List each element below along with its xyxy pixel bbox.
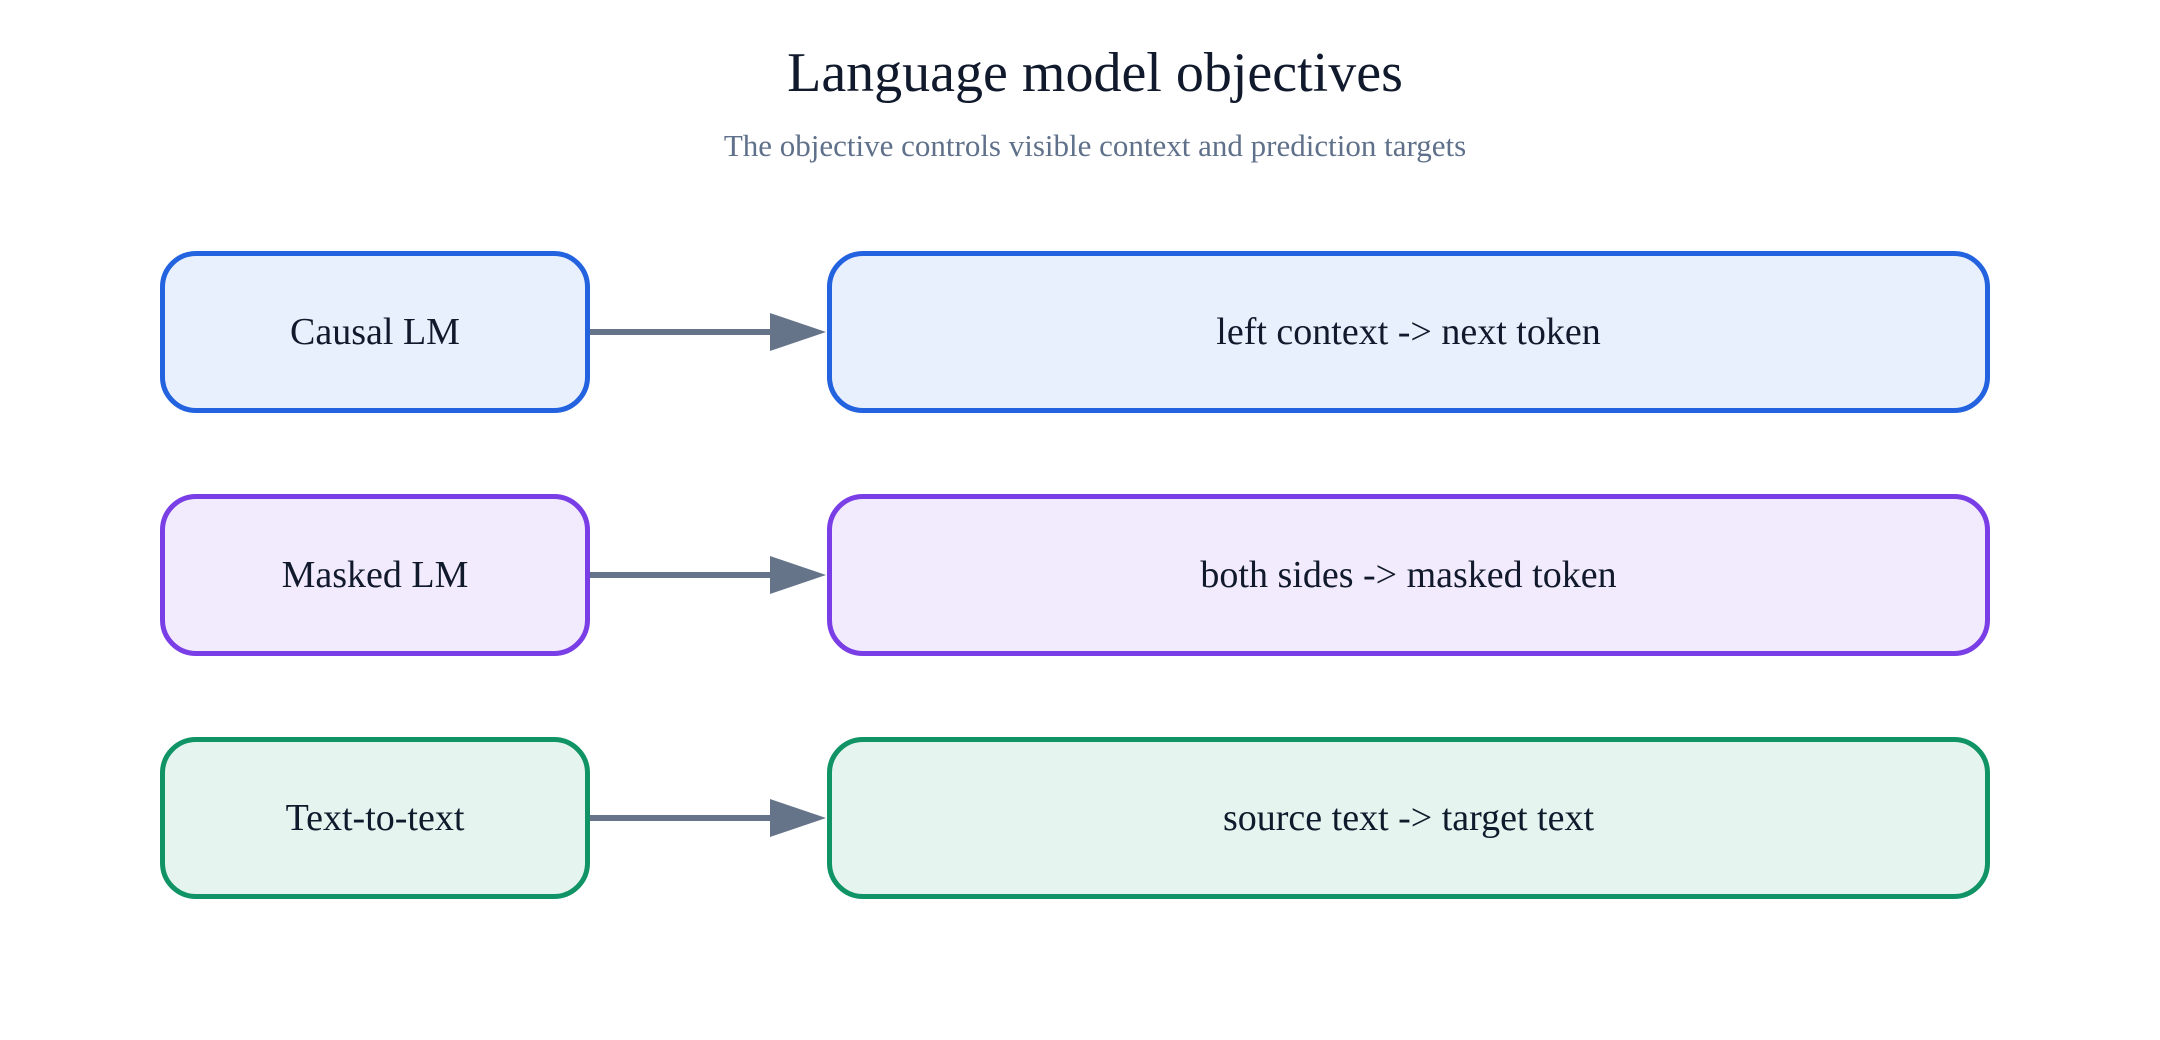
objective-node-text-to-text: Text-to-text [160, 737, 590, 899]
diagram-subtitle: The objective controls visible context a… [723, 128, 1467, 163]
description-node-causal-lm: left context -> next token [827, 251, 1990, 413]
arrow-causal-lm [590, 313, 826, 351]
arrow-text-to-text [590, 799, 826, 837]
diagram-title: Language model objectives [787, 42, 1403, 104]
arrow-masked-lm [590, 556, 826, 594]
description-node-text-to-text: source text -> target text [827, 737, 1990, 899]
objective-node-causal-lm: Causal LM [160, 251, 590, 413]
description-node-masked-lm: both sides -> masked token [827, 494, 1990, 656]
objective-node-masked-lm: Masked LM [160, 494, 590, 656]
